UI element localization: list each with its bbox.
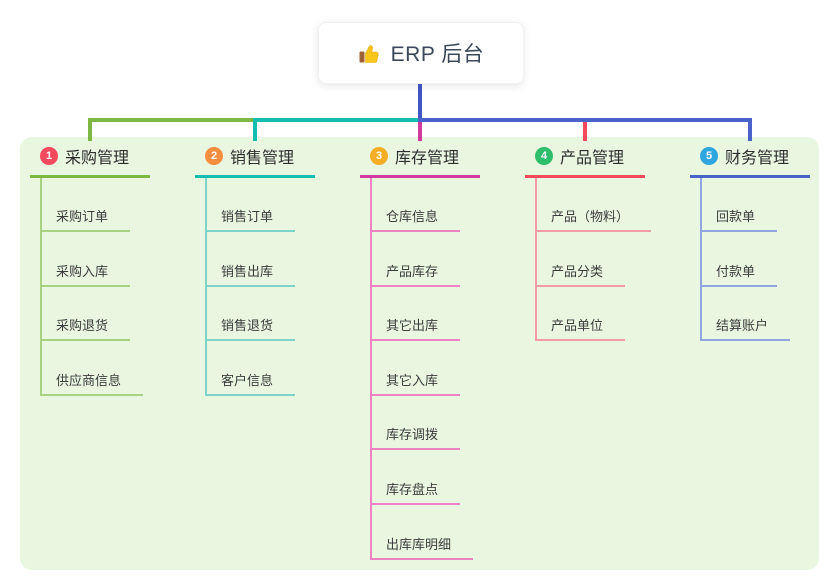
- child-node[interactable]: 供应商信息: [56, 373, 122, 388]
- child-underline: [370, 448, 460, 450]
- branch-node-5[interactable]: 5 财务管理: [700, 143, 789, 169]
- child-node[interactable]: 结算账户: [716, 318, 769, 333]
- branch-drop-line: [583, 118, 587, 141]
- child-underline: [40, 394, 143, 396]
- child-underline: [205, 230, 295, 232]
- child-underline: [370, 558, 473, 560]
- branch-spine-line: [535, 178, 537, 341]
- branch-number-badge: 1: [40, 147, 58, 165]
- child-underline: [370, 339, 460, 341]
- branch-label: 产品管理: [560, 150, 625, 167]
- branch-spine-line: [40, 178, 42, 396]
- root-connector-line: [418, 82, 422, 122]
- bus-line-mid: [253, 118, 422, 122]
- child-underline: [40, 285, 130, 287]
- branch-underline: [195, 175, 315, 178]
- branch-number-badge: 2: [205, 147, 223, 165]
- child-node[interactable]: 采购退货: [56, 318, 109, 333]
- branch-label: 库存管理: [395, 150, 460, 167]
- child-underline: [205, 339, 295, 341]
- root-title: ERP 后台: [390, 43, 485, 66]
- child-node[interactable]: 客户信息: [221, 373, 274, 388]
- child-node[interactable]: 产品库存: [386, 264, 439, 279]
- child-underline: [370, 285, 460, 287]
- child-node[interactable]: 采购入库: [56, 264, 109, 279]
- child-node[interactable]: 其它出库: [386, 318, 439, 333]
- child-node[interactable]: 销售订单: [221, 209, 274, 224]
- branch-number-badge: 3: [370, 147, 388, 165]
- child-underline: [205, 285, 295, 287]
- branch-drop-line: [418, 118, 422, 141]
- child-node[interactable]: 销售出库: [221, 264, 274, 279]
- thumbs-up-icon: [358, 41, 382, 65]
- branch-underline: [360, 175, 480, 178]
- branch-drop-line: [88, 118, 92, 141]
- child-underline: [40, 230, 130, 232]
- branch-spine-line: [370, 178, 372, 560]
- child-underline: [535, 339, 625, 341]
- bus-line-right: [418, 118, 752, 122]
- branch-spine-line: [205, 178, 207, 396]
- bus-line-left: [88, 118, 257, 122]
- child-node[interactable]: 出库库明细: [386, 537, 452, 552]
- root-node[interactable]: ERP 后台: [318, 22, 524, 84]
- branch-underline: [525, 175, 645, 178]
- branch-drop-line: [748, 118, 752, 141]
- branch-node-3[interactable]: 3 库存管理: [370, 143, 459, 169]
- child-node[interactable]: 其它入库: [386, 373, 439, 388]
- child-node[interactable]: 产品分类: [551, 264, 604, 279]
- branch-drop-line: [253, 118, 257, 141]
- branch-node-2[interactable]: 2 销售管理: [205, 143, 294, 169]
- branch-underline: [690, 175, 810, 178]
- child-node[interactable]: 销售退货: [221, 318, 274, 333]
- child-node[interactable]: 产品单位: [551, 318, 604, 333]
- child-underline: [370, 230, 460, 232]
- child-underline: [700, 339, 790, 341]
- branch-underline: [30, 175, 150, 178]
- branches-panel: [20, 137, 819, 570]
- branch-label: 财务管理: [725, 150, 790, 167]
- branch-node-4[interactable]: 4 产品管理: [535, 143, 624, 169]
- child-underline: [700, 285, 777, 287]
- child-underline: [370, 503, 460, 505]
- child-node[interactable]: 付款单: [716, 264, 756, 279]
- branch-node-1[interactable]: 1 采购管理: [40, 143, 129, 169]
- branch-label: 销售管理: [230, 150, 295, 167]
- child-node[interactable]: 回款单: [716, 209, 756, 224]
- branch-number-badge: 5: [700, 147, 718, 165]
- branch-number-badge: 4: [535, 147, 553, 165]
- child-underline: [205, 394, 295, 396]
- branch-label: 采购管理: [65, 150, 130, 167]
- child-underline: [535, 285, 625, 287]
- child-underline: [370, 394, 460, 396]
- child-underline: [535, 230, 651, 232]
- child-node[interactable]: 产品（物料）: [551, 209, 630, 224]
- child-node[interactable]: 库存盘点: [386, 482, 439, 497]
- child-node[interactable]: 采购订单: [56, 209, 109, 224]
- child-underline: [700, 230, 777, 232]
- branch-spine-line: [700, 178, 702, 341]
- child-underline: [40, 339, 130, 341]
- child-node[interactable]: 仓库信息: [386, 209, 439, 224]
- child-node[interactable]: 库存调拨: [386, 427, 439, 442]
